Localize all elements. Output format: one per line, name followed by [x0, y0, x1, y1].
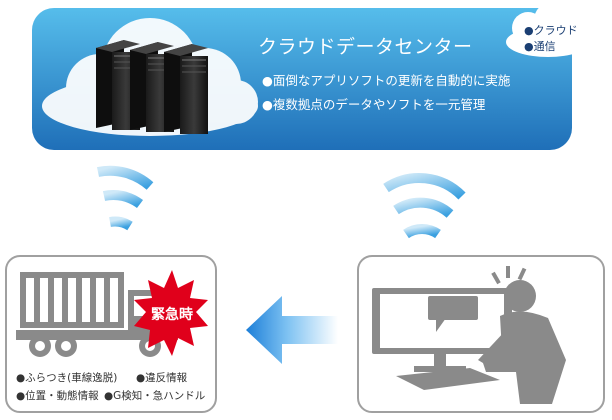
truck-bullet: ●違反情報 [136, 372, 188, 384]
badge-cloud-icon [506, 2, 590, 57]
starburst-icon [134, 270, 208, 356]
emergency-label: 緊急時 [151, 307, 193, 323]
arrow-left-icon [246, 296, 338, 364]
wifi-signal-icon [383, 173, 466, 239]
wifi-signal-icon [96, 165, 154, 231]
badge-item: ●通信 [524, 40, 556, 53]
badge-item: ●クラウド [524, 24, 578, 37]
datacenter-bullet: ●面倒なアプリソフトの更新を自動的に実施 [262, 73, 511, 88]
datacenter-title: クラウドデータセンター [258, 36, 473, 58]
truck-bullet: ●位置・動態情報 [16, 390, 99, 402]
truck-bullet: ●ふらつき(車線逸脱) [16, 372, 118, 384]
server-rack-icon [96, 40, 208, 134]
datacenter-bullet: ●複数拠点のデータやソフトを一元管理 [262, 97, 486, 112]
office-worker-icon [372, 266, 566, 404]
truck-bullet: ●G検知・急ハンドル [104, 390, 206, 402]
